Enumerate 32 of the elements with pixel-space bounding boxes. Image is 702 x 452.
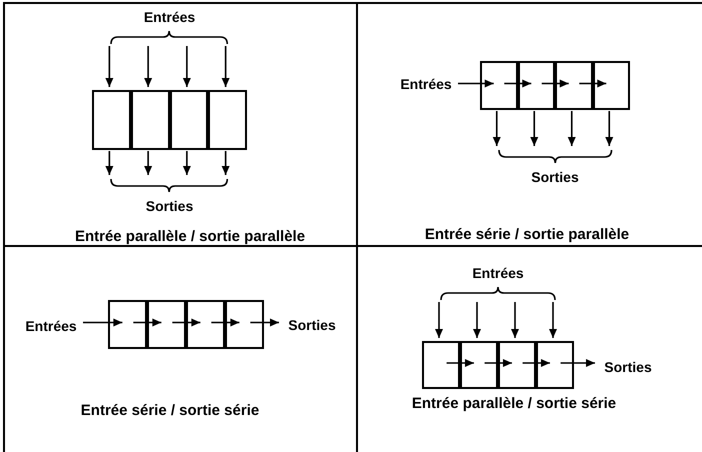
- register-cell: [208, 90, 247, 150]
- text-label: Sorties: [144, 197, 194, 215]
- register-cell: [170, 90, 208, 150]
- register-cell: [108, 300, 147, 349]
- register-cell: [130, 90, 170, 150]
- register-cell: [147, 300, 186, 349]
- panel-title: Entrée série / sortie parallèle: [424, 226, 630, 243]
- register-cell: [555, 61, 592, 110]
- register-cell: [422, 341, 460, 389]
- register-cell: [186, 300, 225, 349]
- register-cell: [592, 61, 630, 110]
- text-label: Entrées: [395, 75, 457, 93]
- register-cell: [536, 341, 574, 389]
- register-cell: [225, 300, 264, 349]
- table-cell: [3, 2, 356, 245]
- text-label: Sorties: [284, 316, 340, 334]
- text-label: Sorties: [530, 168, 580, 186]
- panel-title: Entrée parallèle / sortie série: [412, 395, 616, 412]
- text-label: Entrées: [20, 317, 82, 335]
- table-cell: [3, 245, 356, 452]
- panel-title: Entrée série / sortie série: [80, 402, 260, 419]
- table-cell: [356, 245, 702, 452]
- text-label: Entrées: [471, 264, 525, 282]
- text-label: Sorties: [600, 358, 656, 376]
- register-cell: [498, 341, 536, 389]
- register-cell: [460, 341, 498, 389]
- table-cell: [356, 2, 702, 245]
- panel-title: Entrée parallèle / sortie parallèle: [74, 228, 306, 245]
- register-cell: [480, 61, 518, 110]
- register-cell: [92, 90, 131, 150]
- text-label: Entrées: [142, 8, 196, 26]
- register-cell: [518, 61, 555, 110]
